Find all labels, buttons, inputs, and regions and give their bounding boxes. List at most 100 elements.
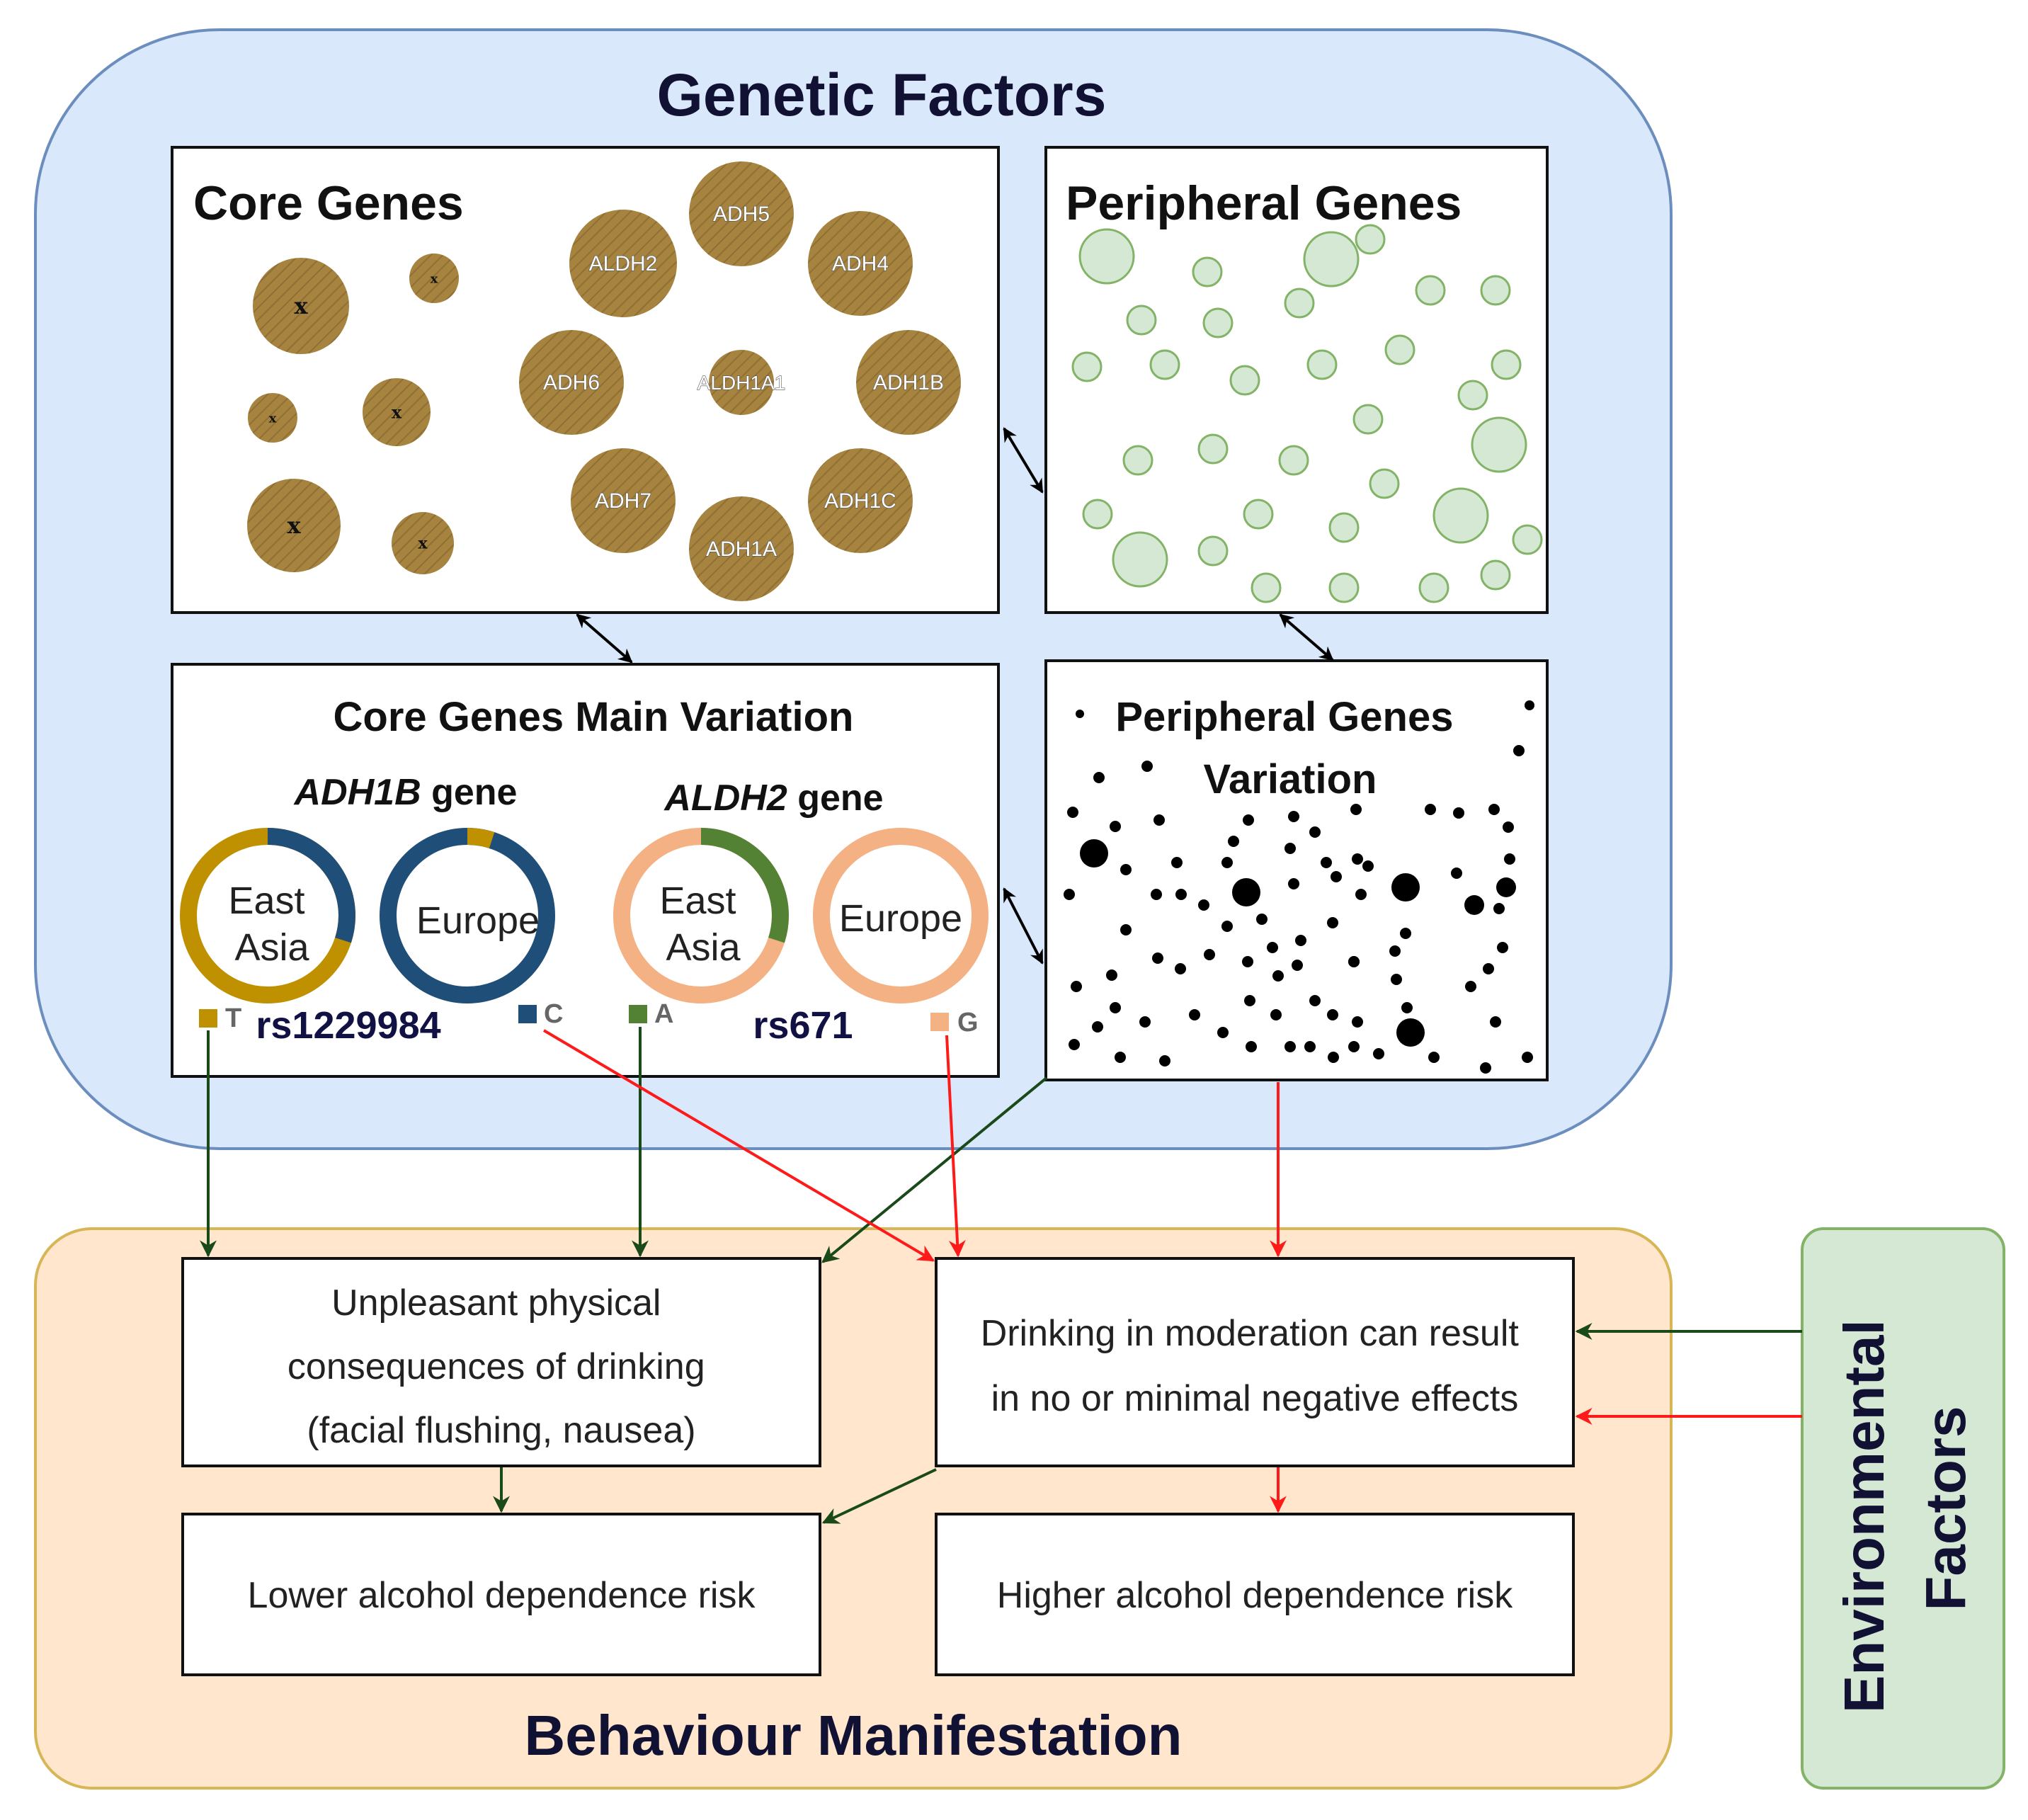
peripheral-gene-circle xyxy=(1243,499,1274,530)
gene-label-adh4: ADH4 xyxy=(832,252,889,275)
variation-dot xyxy=(1309,995,1321,1006)
behaviour-title: Behaviour Manifestation xyxy=(524,1704,1182,1767)
variation-dot xyxy=(1396,1018,1425,1047)
variation-dot xyxy=(1198,899,1209,911)
peripheral-gene-circle xyxy=(1149,349,1180,380)
gene-circle-adh7 xyxy=(571,448,676,553)
variation-dot xyxy=(1480,1062,1491,1074)
peripheral-gene-circle xyxy=(1480,559,1511,591)
variation-dot xyxy=(1288,878,1299,889)
peripheral-gene-circle xyxy=(1384,334,1415,365)
aldh2-east-asia-donut-arc xyxy=(613,828,789,1003)
gene-circle-adh5 xyxy=(689,161,794,266)
peripheral-gene-circle xyxy=(1303,231,1360,288)
variation-dot xyxy=(1362,860,1374,872)
core-variation-title: Core Genes Main Variation xyxy=(334,694,854,740)
unknown-gene-circle xyxy=(247,479,341,572)
gene-label-adh7: ADH7 xyxy=(595,489,651,513)
allele-donuts xyxy=(180,828,989,1003)
variation-dot xyxy=(1110,1002,1121,1013)
unknown-gene-label: x xyxy=(287,512,301,539)
variation-dot xyxy=(1152,952,1163,964)
variation-dot xyxy=(1453,807,1464,819)
adh1b-east-asia-donut-arc xyxy=(180,828,355,1003)
variation-dot xyxy=(1401,1002,1413,1013)
variation-dot xyxy=(1352,853,1363,865)
peripheral-variation-title-line1: Peripheral Genes xyxy=(1115,694,1453,740)
variation-dot xyxy=(1331,871,1342,882)
environmental-title-line1: Environmental xyxy=(1833,1319,1896,1713)
adh1b-europe-label: Europe xyxy=(416,899,540,942)
variation-dot xyxy=(1246,1041,1257,1052)
variation-dot xyxy=(1488,804,1500,815)
variation-dot xyxy=(1189,1009,1200,1020)
adh1b-snp-label: rs1229984 xyxy=(256,1004,440,1047)
gene-label-aldh1a1: ALDH1A1 xyxy=(697,372,786,394)
allele-a-swatch xyxy=(629,1005,647,1023)
adh1b-east-asia-label: East Asia xyxy=(228,880,315,969)
unpleasant-box xyxy=(181,1257,821,1467)
unpleasant-text: Unpleasant physical consequences of drin… xyxy=(287,1282,715,1451)
variation-dot xyxy=(1464,895,1484,915)
variation-dot xyxy=(1080,839,1108,868)
variation-dot xyxy=(1069,1039,1080,1050)
peripheral-gene-circle xyxy=(1355,224,1386,255)
peripheral-variation-title: Peripheral Genes Variation xyxy=(1115,694,1464,802)
gene-label-adh1a: ADH1A xyxy=(706,538,777,561)
variation-dot xyxy=(1309,826,1321,838)
allele-c-label: C xyxy=(544,999,563,1029)
moderation-text: Drinking in moderation can result in no … xyxy=(981,1313,1529,1419)
allele-g-label: G xyxy=(957,1008,979,1037)
variation-dot xyxy=(1232,878,1260,906)
adh1b-east-asia-line2: Asia xyxy=(234,926,309,969)
variation-dot xyxy=(1425,804,1436,815)
variation-dot xyxy=(1451,868,1462,879)
variation-dot xyxy=(1217,1027,1229,1038)
arrow-corevar-peripheralvar xyxy=(1003,887,1044,965)
allele-c-swatch xyxy=(518,1005,537,1023)
variation-dot xyxy=(1141,761,1153,772)
gene-circle-adh1b xyxy=(856,330,961,435)
arrow-g-to-moderation xyxy=(945,1035,966,1258)
gene-label-adh5: ADH5 xyxy=(713,203,770,226)
variation-dot xyxy=(1355,889,1367,900)
adh1b-gene-name: ADH1B xyxy=(293,772,421,813)
peripheral-gene-circle xyxy=(1071,351,1103,382)
variation-dot xyxy=(1350,804,1362,815)
aldh2-east-asia-line2: Asia xyxy=(666,926,741,969)
environmental-title: Environmental Factors xyxy=(1833,1304,1977,1713)
arrow-c-to-moderation xyxy=(542,1029,935,1262)
variation-dot xyxy=(1328,1052,1339,1063)
variation-dot xyxy=(1228,836,1239,847)
gene-circle-adh6 xyxy=(519,330,624,435)
unknown-gene-label: x xyxy=(269,411,277,426)
variation-dot xyxy=(1270,1009,1282,1020)
gene-label-aldh2: ALDH2 xyxy=(589,252,658,275)
peripheral-gene-circle xyxy=(1122,445,1153,476)
moderation-line1: Drinking in moderation can result xyxy=(981,1313,1520,1354)
peripheral-gene-circle xyxy=(1229,365,1260,396)
variation-dot xyxy=(1256,914,1268,925)
unknown-gene-circle xyxy=(253,258,349,354)
unknown-gene-label: x xyxy=(392,402,402,422)
allele-t-swatch xyxy=(199,1009,217,1028)
variation-dot xyxy=(1204,949,1215,960)
variation-dots xyxy=(1064,700,1534,1074)
aldh2-gene-suffix: gene xyxy=(787,778,884,819)
variation-dot xyxy=(1503,821,1514,833)
peripheral-gene-circle xyxy=(1512,524,1543,555)
peripheral-gene-circle xyxy=(1491,349,1522,380)
variation-dot xyxy=(1295,935,1306,946)
peripheral-gene-circle xyxy=(1471,416,1527,473)
adh1b-europe-donut-arc xyxy=(380,828,555,1003)
moderation-line2: in no or minimal negative effects xyxy=(991,1378,1519,1419)
variation-dot xyxy=(1348,1041,1360,1052)
variation-dot xyxy=(1513,745,1525,756)
higher-risk-box xyxy=(935,1513,1575,1676)
allele-a-label: A xyxy=(654,999,673,1029)
gene-label-adh1b: ADH1B xyxy=(873,371,944,394)
peripheral-gene-circle xyxy=(1078,228,1135,285)
allele-g-swatch xyxy=(930,1013,949,1031)
unpleasant-line2: consequences of drinking xyxy=(287,1346,705,1387)
